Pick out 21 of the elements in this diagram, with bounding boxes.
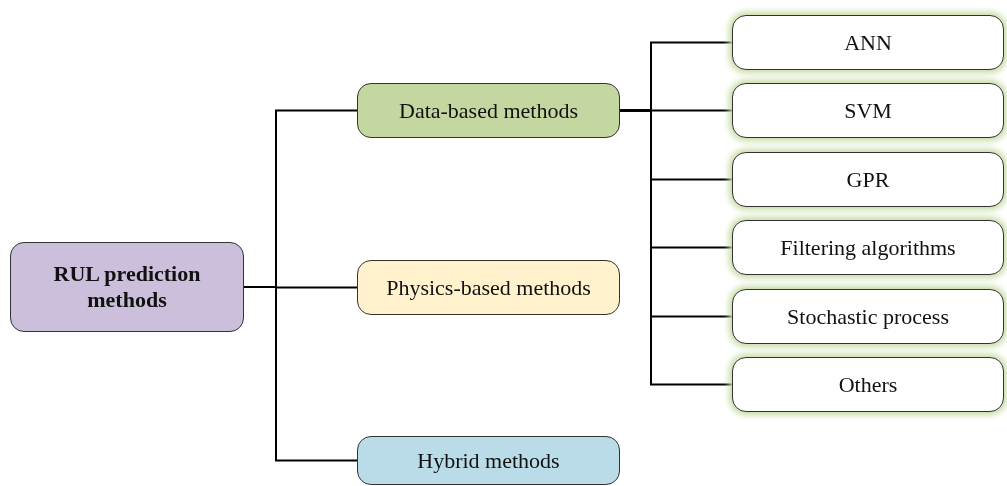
method-box	[357, 260, 620, 315]
connector-line	[243, 286, 358, 462]
box-label: Physics-based methods	[385, 274, 592, 301]
method-box	[732, 357, 1004, 412]
box-label: ANN	[843, 29, 893, 56]
box-label: Data-based methods	[398, 97, 579, 124]
method-box	[357, 83, 620, 138]
box-label: RUL prediction methods	[52, 261, 202, 313]
method-box	[10, 242, 244, 332]
method-box	[732, 220, 1004, 275]
method-box	[732, 15, 1004, 70]
box-label: Others	[837, 371, 899, 398]
method-box	[732, 83, 1004, 138]
box-label: Hybrid methods	[416, 447, 561, 474]
method-box	[732, 289, 1004, 344]
method-box	[732, 152, 1004, 207]
box-label: Stochastic process	[786, 303, 950, 330]
box-label: GPR	[845, 166, 891, 193]
box-label: SVM	[843, 97, 893, 124]
method-box	[357, 436, 620, 485]
box-label: Filtering algorithms	[779, 234, 957, 261]
